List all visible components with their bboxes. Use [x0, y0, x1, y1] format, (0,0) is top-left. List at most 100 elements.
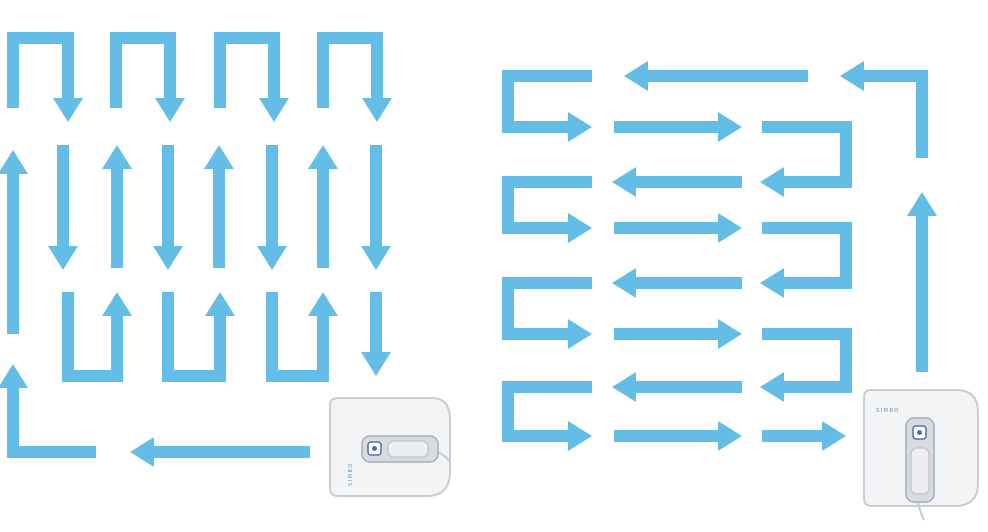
- arrow-head: [361, 246, 391, 270]
- bottom-uturn-arrow: [162, 292, 235, 382]
- arrow-head: [0, 150, 28, 174]
- arrow-head: [362, 98, 392, 122]
- robot-cable: [437, 451, 451, 463]
- right-uturn-arrow: [760, 121, 852, 197]
- down-arrow: [48, 145, 78, 270]
- arrow-head: [612, 372, 636, 402]
- arrow-head: [153, 246, 183, 270]
- arrow-head: [53, 98, 83, 122]
- left-arrow: [612, 372, 742, 402]
- arrow-shaft: [266, 292, 329, 382]
- arrow-head: [130, 437, 154, 467]
- arrow-shaft: [110, 32, 176, 108]
- top-uturn-arrow: [317, 32, 392, 122]
- top-uturn-arrow: [7, 32, 83, 122]
- right-arrow: [614, 213, 742, 243]
- top-uturn-arrow: [214, 32, 289, 122]
- arrow-head: [624, 61, 648, 91]
- bottom-uturn-arrow: [62, 292, 132, 382]
- robot-brand-label: SIMBO: [876, 408, 900, 414]
- robot-handle-grip: [910, 447, 930, 495]
- arrow-shaft: [502, 381, 592, 442]
- arrow-head: [760, 372, 784, 402]
- up-arrow: [907, 192, 937, 372]
- bottom-uturn-arrow: [266, 292, 338, 382]
- up-arrow: [308, 145, 338, 268]
- arrow-shaft: [317, 32, 383, 108]
- arrow-head: [612, 167, 636, 197]
- left-arrow: [612, 167, 742, 197]
- right-arrow: [614, 421, 742, 451]
- robot-power-dot: [917, 430, 922, 435]
- arrow-shaft: [762, 328, 852, 393]
- right-uturn-arrow: [760, 222, 852, 298]
- arrow-head: [760, 268, 784, 298]
- arrow-shaft: [502, 176, 592, 234]
- corner-up-arrow: [0, 364, 96, 458]
- up-arrow: [0, 150, 28, 334]
- arrow-head: [568, 112, 592, 142]
- left-arrow: [130, 437, 310, 467]
- arrow-head: [308, 292, 338, 316]
- left-arrow: [624, 61, 808, 91]
- robot-power-dot: [372, 446, 377, 451]
- right-arrow: [614, 319, 742, 349]
- arrow-shaft: [502, 277, 592, 340]
- top-uturn-arrow: [110, 32, 185, 122]
- arrow-shaft: [7, 32, 74, 108]
- up-arrow: [102, 145, 132, 268]
- arrow-head: [308, 145, 338, 169]
- right-arrow: [614, 112, 742, 142]
- up-arrow: [204, 145, 234, 268]
- left-uturn-arrow: [502, 277, 592, 349]
- arrow-head: [0, 364, 28, 388]
- arrow-head: [840, 61, 864, 91]
- arrow-head: [204, 145, 234, 169]
- arrow-head: [361, 352, 391, 376]
- down-arrow: [361, 145, 391, 270]
- arrow-head: [760, 167, 784, 197]
- window-cleaning-robot-right: SIMBO: [863, 389, 979, 521]
- left-uturn-arrow: [502, 70, 592, 142]
- window-cleaning-robot-left: SIMBO: [329, 397, 451, 497]
- arrow-head: [205, 292, 235, 316]
- robot-handle-grip: [387, 440, 429, 458]
- robot-cable: [917, 501, 925, 521]
- arrow-head: [612, 268, 636, 298]
- arrow-head: [568, 421, 592, 451]
- left-uturn-arrow: [502, 176, 592, 243]
- down-arrow: [361, 292, 391, 376]
- arrow-shaft: [62, 292, 123, 382]
- right-uturn-arrow: [760, 328, 852, 402]
- arrow-head: [718, 213, 742, 243]
- arrow-shaft: [762, 121, 852, 188]
- arrow-shaft: [502, 70, 592, 133]
- arrow-head: [907, 192, 937, 216]
- arrow-head: [718, 112, 742, 142]
- arrow-head: [718, 319, 742, 349]
- left-uturn-arrow: [502, 381, 592, 451]
- arrow-head: [259, 98, 289, 122]
- vertical-zigzag-path-pattern: [0, 32, 392, 467]
- arrow-shaft: [214, 32, 280, 108]
- arrow-shaft: [864, 70, 928, 158]
- arrow-shaft: [162, 292, 226, 382]
- robot-brand-label: SIMBO: [348, 462, 354, 486]
- corner-left-arrow: [840, 61, 928, 158]
- arrow-head: [257, 246, 287, 270]
- down-arrow: [257, 145, 287, 270]
- left-arrow: [612, 268, 742, 298]
- arrow-head: [718, 421, 742, 451]
- right-arrow: [762, 421, 846, 451]
- arrow-head: [102, 145, 132, 169]
- horizontal-zigzag-path-pattern: [502, 61, 937, 451]
- arrow-shaft: [7, 388, 96, 458]
- arrow-head: [568, 213, 592, 243]
- down-arrow: [153, 145, 183, 270]
- arrow-shaft: [762, 222, 852, 289]
- arrow-head: [48, 246, 78, 270]
- arrow-head: [822, 421, 846, 451]
- arrow-head: [155, 98, 185, 122]
- arrow-head: [102, 292, 132, 316]
